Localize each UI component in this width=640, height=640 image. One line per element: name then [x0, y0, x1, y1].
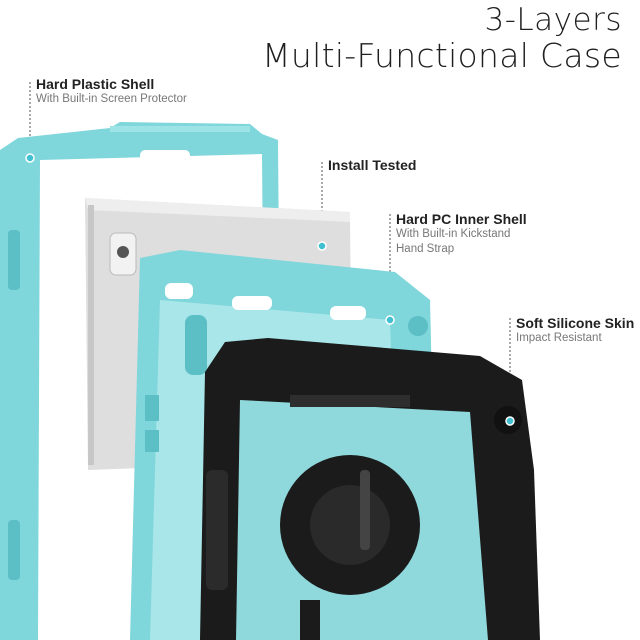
callout-heading: Hard PC Inner Shell — [396, 211, 527, 227]
callout-hard-plastic-shell: Hard Plastic Shell With Built-in Screen … — [36, 76, 187, 107]
callout-heading: Install Tested — [328, 157, 417, 173]
page-title-line-1: 3-Layers — [484, 2, 622, 38]
callout-subtext: With Built-in Kickstand — [396, 228, 511, 240]
callout-hard-pc-inner-shell: Hard PC Inner Shell With Built-in Kickst… — [396, 211, 527, 257]
callout-dot-install-tested — [317, 241, 327, 251]
callout-subtext: With Built-in Screen Protector — [36, 93, 187, 105]
callout-subtext: Impact Resistant — [516, 332, 602, 344]
callout-dot-soft-silicone-skin — [505, 416, 515, 426]
callout-heading: Soft Silicone Skin — [516, 315, 635, 331]
callout-dot-hard-plastic-shell — [25, 153, 35, 163]
callout-dot-hard-pc-inner-shell — [385, 315, 395, 325]
callout-install-tested: Install Tested — [328, 157, 416, 173]
page-title-line-2: Multi-Functional Case — [262, 36, 622, 75]
callout-soft-silicone-skin: Soft Silicone Skin Impact Resistant — [516, 315, 634, 346]
callout-heading: Hard Plastic Shell — [36, 76, 155, 92]
soft-silicone-skin — [200, 338, 540, 640]
callout-subtext: Hand Strap — [396, 243, 455, 255]
